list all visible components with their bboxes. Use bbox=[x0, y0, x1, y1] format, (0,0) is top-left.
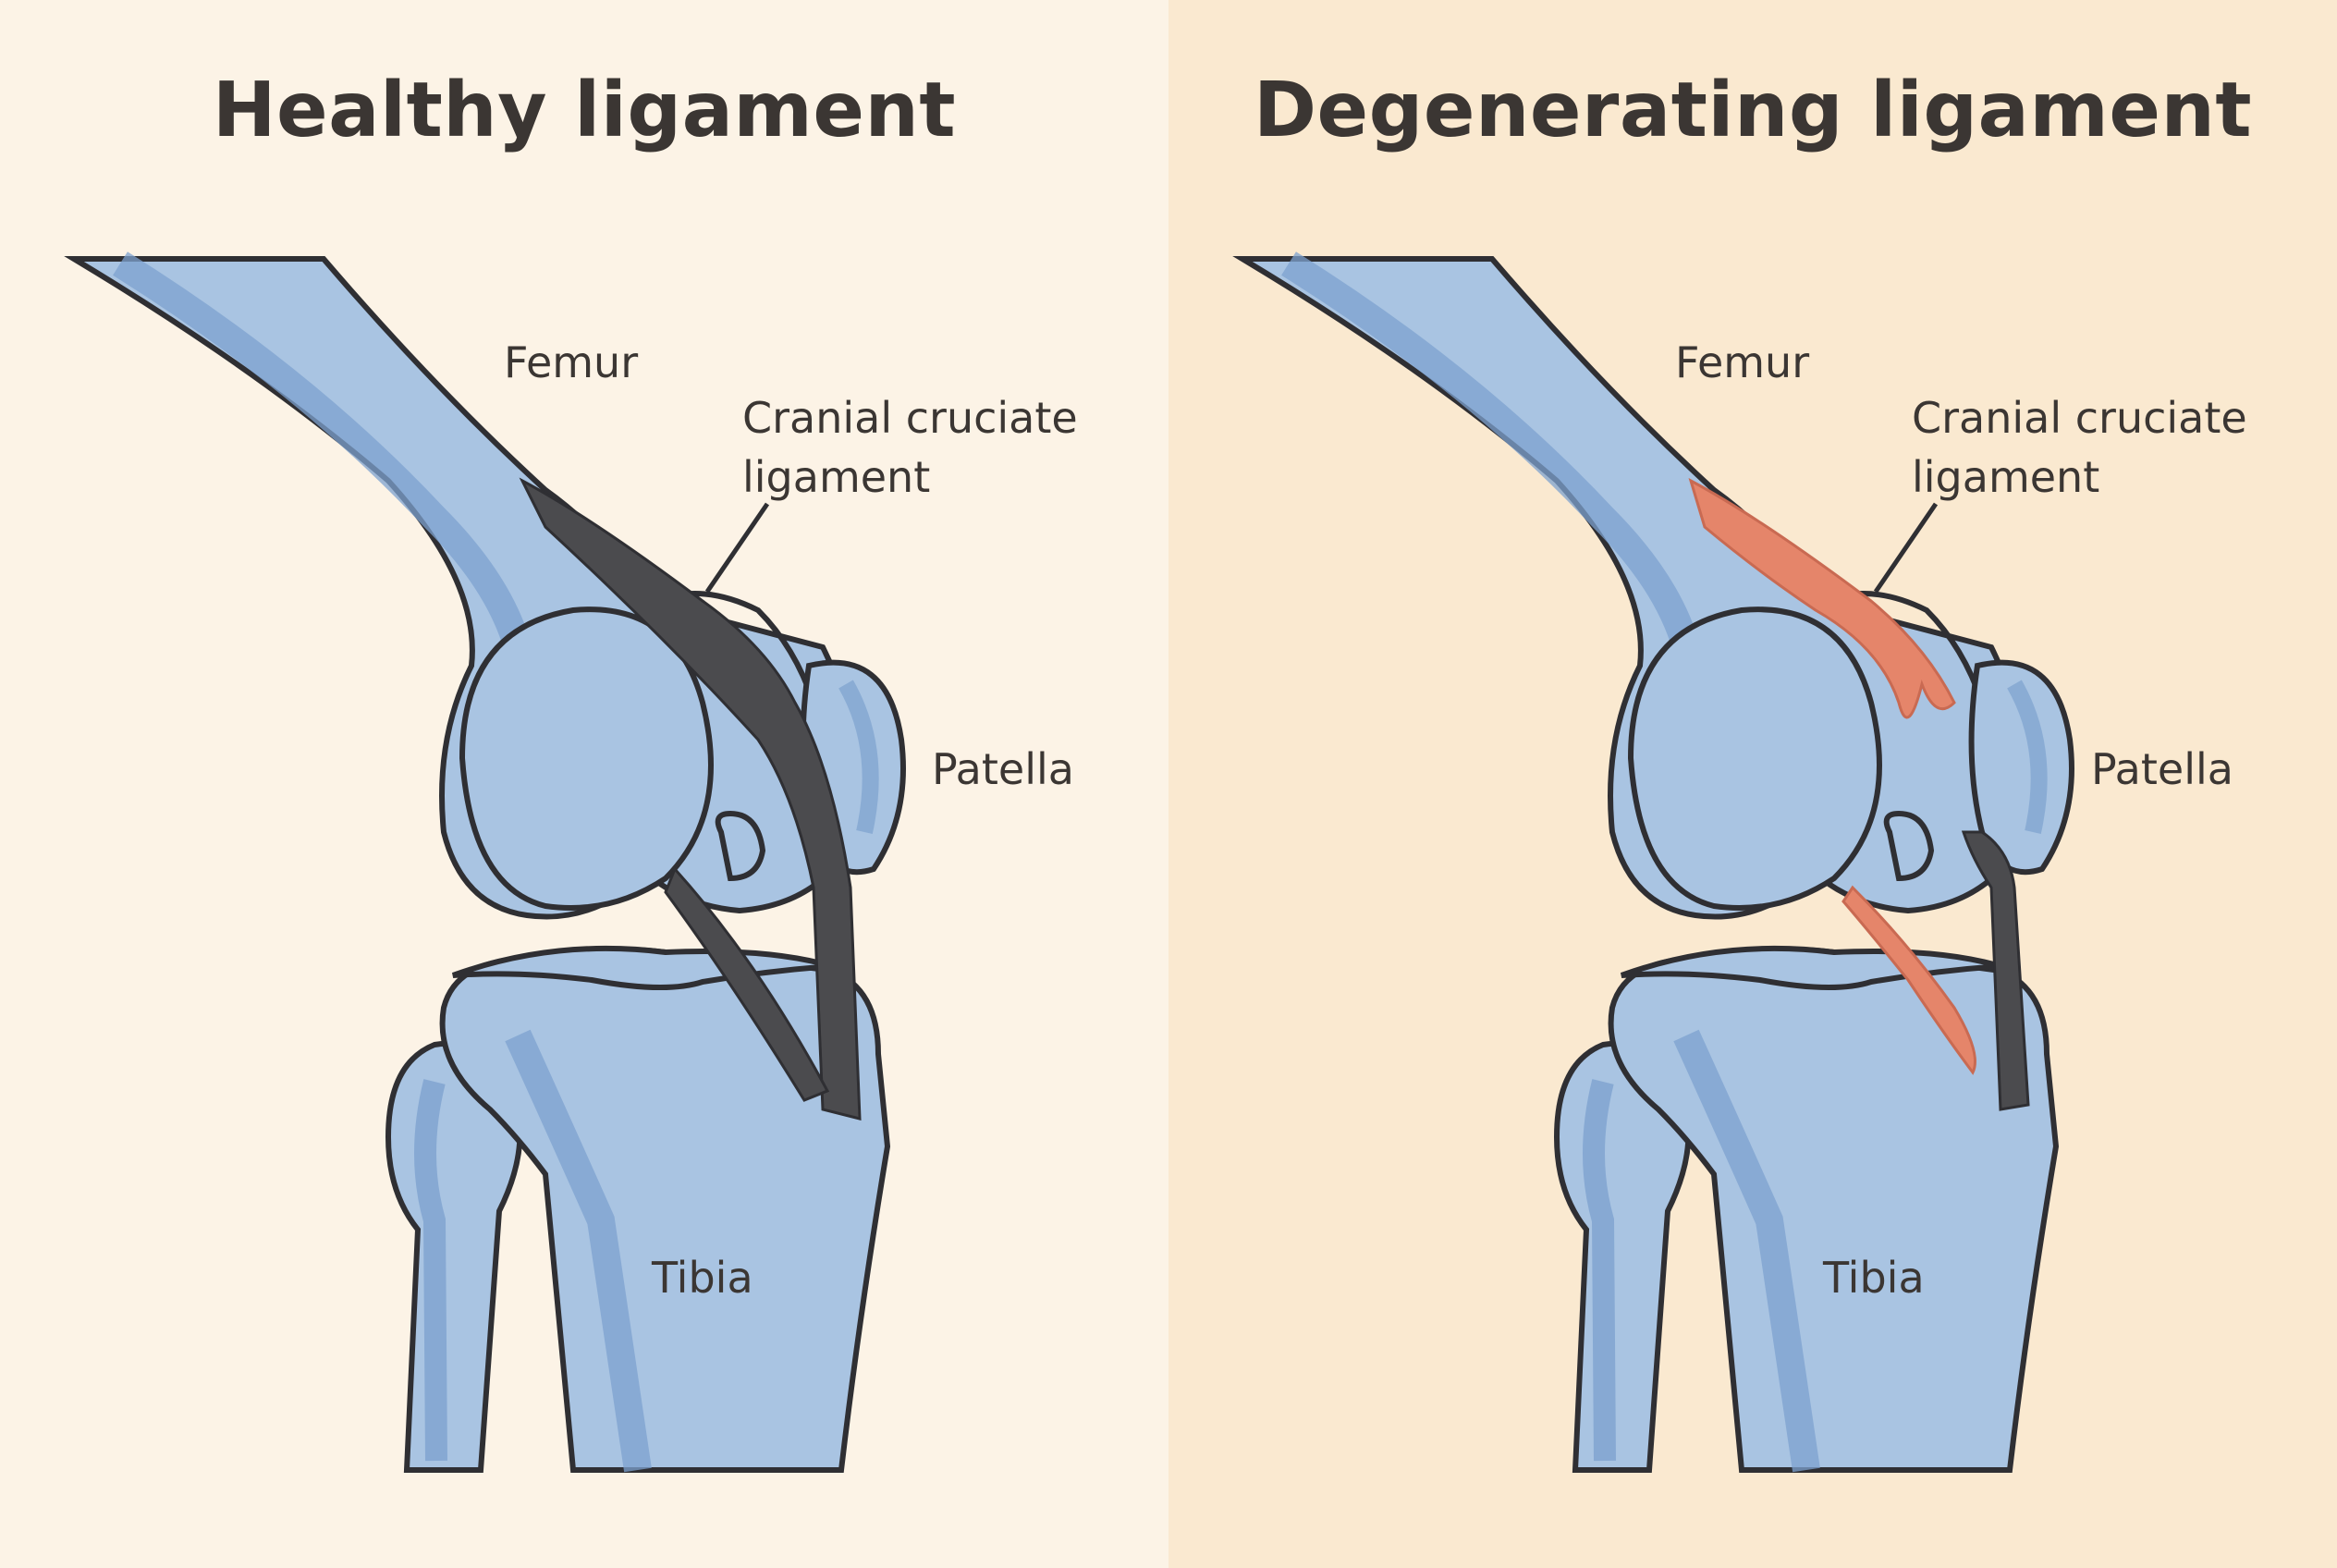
label-femur-right: Femur bbox=[1675, 337, 1810, 387]
healthy-caudal-ligament bbox=[664, 866, 830, 1102]
label-patella-left: Patella bbox=[932, 744, 1074, 794]
label-tibia-right: Tibia bbox=[1823, 1253, 1925, 1303]
label-femur-left: Femur bbox=[504, 337, 639, 387]
frayed-ligament-stump bbox=[1961, 830, 2030, 1111]
degenerating-knee bbox=[1242, 259, 2072, 1470]
label-ligament-left: Cranial cruciate ligament bbox=[742, 393, 1078, 502]
healthy-knee bbox=[74, 259, 903, 1470]
label-tibia-left: Tibia bbox=[652, 1253, 753, 1303]
title-degenerating: Degenerating ligament bbox=[1253, 67, 2253, 154]
healthy-cruciate-ligament bbox=[519, 477, 862, 1121]
label-patella-right: Patella bbox=[2091, 744, 2233, 794]
title-healthy: Healthy ligament bbox=[212, 67, 957, 154]
damaged-ligament-lower bbox=[1841, 885, 1976, 1075]
label-ligament-right: Cranial cruciate ligament bbox=[1912, 393, 2247, 502]
ligament-pointer-left bbox=[704, 502, 770, 594]
ligament-pointer-right bbox=[1873, 502, 1939, 594]
damaged-ligament-upper bbox=[1688, 477, 1956, 719]
